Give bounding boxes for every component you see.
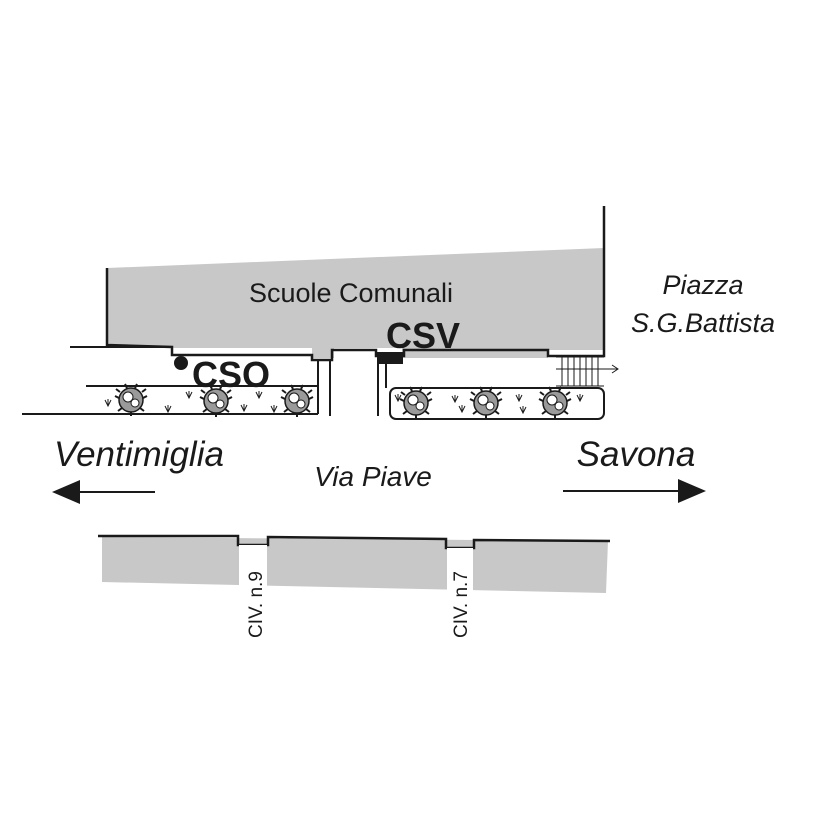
arrow-left-icon bbox=[52, 480, 155, 504]
civic-number-7: CIV. n.7 bbox=[451, 571, 472, 638]
south-block bbox=[102, 537, 608, 593]
piazza-label-line2: S.G.Battista bbox=[631, 308, 775, 338]
stairs bbox=[556, 356, 619, 387]
direction-east-label: Savona bbox=[577, 435, 696, 474]
sidewalk-left bbox=[22, 346, 331, 416]
building-outline bbox=[105, 206, 606, 362]
planter-right-post bbox=[377, 362, 387, 416]
school-building bbox=[107, 248, 604, 358]
arrow-right-icon bbox=[563, 479, 706, 503]
entrance-civ-9 bbox=[239, 545, 267, 605]
civic-number-9: CIV. n.9 bbox=[246, 571, 267, 638]
south-block-outline bbox=[98, 534, 611, 550]
entrance-civ-7 bbox=[447, 548, 473, 610]
csv-marker-box bbox=[377, 352, 403, 364]
street-name: Via Piave bbox=[314, 461, 432, 492]
cso-label: CSO bbox=[192, 354, 270, 395]
csv-label: CSV bbox=[386, 315, 460, 356]
cso-marker-dot bbox=[174, 356, 188, 370]
direction-west-label: Ventimiglia bbox=[54, 435, 224, 474]
building-label: Scuole Comunali bbox=[249, 278, 453, 308]
piazza-label-line1: Piazza bbox=[662, 270, 743, 300]
